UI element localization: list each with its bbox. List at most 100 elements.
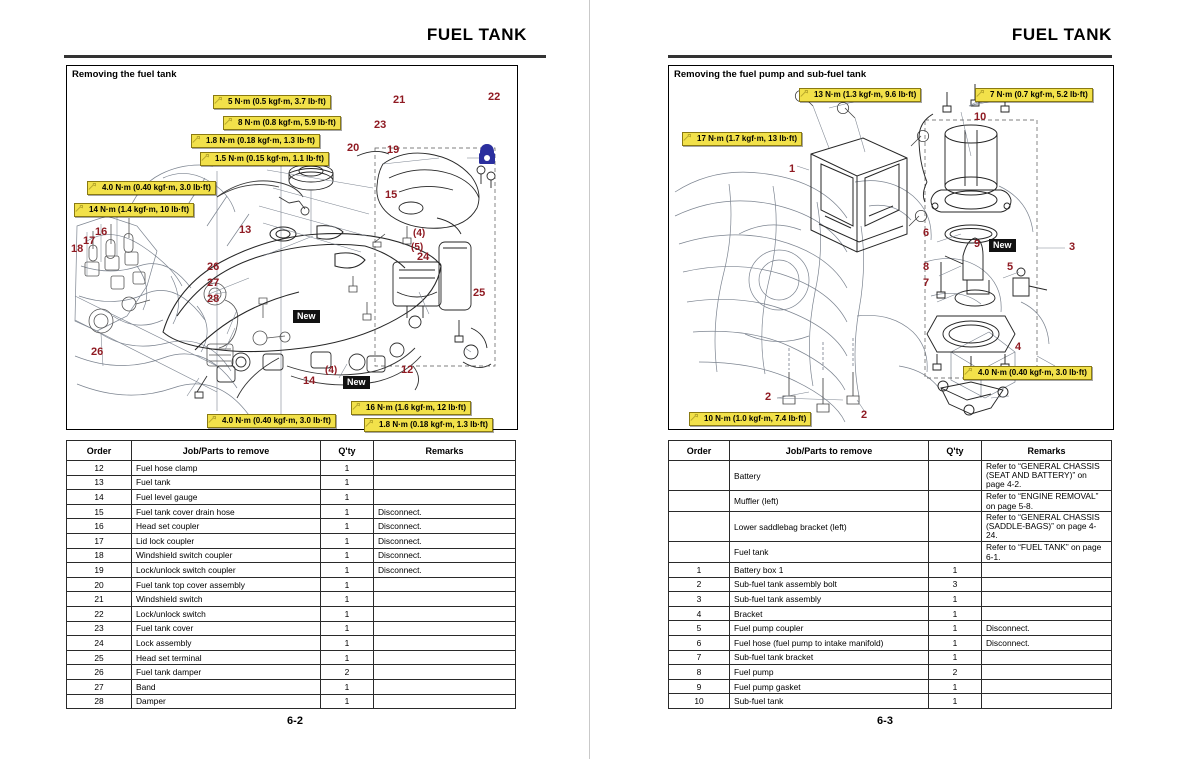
cell-part: Fuel tank top cover assembly (131, 576, 321, 593)
page-spine-divider (589, 0, 590, 759)
wrench-icon (208, 416, 219, 426)
cell-remarks: Disconnect. (373, 562, 516, 578)
col-qty: Q'ty (320, 440, 374, 461)
callout-number: 22 (488, 91, 501, 103)
callout-number: 14 (303, 375, 316, 387)
wrench-icon (88, 183, 99, 193)
cell-part: Lower saddlebag bracket (left) (729, 511, 929, 542)
wrench-icon (75, 205, 86, 215)
cell-qty: 1 (320, 635, 374, 651)
cell-order: 9 (668, 678, 730, 695)
torque-label: 14 N·m (1.4 kgf·m, 10 lb·ft) (74, 203, 195, 217)
cell-qty: 1 (928, 591, 982, 607)
cell-remarks (981, 591, 1112, 607)
callout-qty: (5) (411, 242, 424, 253)
callout-number: 27 (207, 277, 220, 289)
torque-value: 14 N·m (1.4 kgf·m, 10 lb·ft) (89, 205, 190, 214)
cell-remarks (373, 635, 516, 651)
cell-order: 6 (668, 634, 730, 651)
callout-number: 6 (923, 227, 930, 239)
cell-qty: 1 (928, 605, 982, 622)
cell-qty: 1 (320, 489, 374, 505)
page-right: FUEL TANK Removing the fuel pump and sub… (590, 0, 1180, 759)
page-left: FUEL TANK Removing the fuel tank (64, 25, 546, 727)
cell-order: 2 (668, 576, 730, 593)
torque-label: 17 N·m (1.7 kgf·m, 13 lb·ft) (682, 132, 803, 146)
cell-part: Fuel tank damper (131, 664, 321, 680)
cell-qty: 1 (320, 605, 374, 622)
callout-number: 25 (473, 287, 486, 299)
callout-number: 26 (91, 346, 104, 358)
diagram-artwork (674, 84, 1065, 423)
cell-qty: 1 (320, 649, 374, 666)
callout-number: 3 (1069, 241, 1076, 253)
torque-value: 17 N·m (1.7 kgf·m, 13 lb·ft) (697, 134, 798, 143)
cell-remarks (981, 649, 1112, 666)
diagram-panel-right: Removing the fuel pump and sub-fuel tank (668, 65, 1114, 430)
cell-remarks (373, 649, 516, 666)
torque-label: 1.5 N·m (0.15 kgf·m, 1.1 lb·ft) (200, 152, 329, 166)
cell-remarks: Disconnect. (373, 547, 516, 564)
cell-qty: 3 (928, 576, 982, 593)
torque-label: 4.0 N·m (0.40 kgf·m, 3.0 lb·ft) (963, 366, 1092, 380)
cell-order (668, 490, 730, 512)
cell-order (668, 511, 730, 542)
cell-remarks: Refer to “GENERAL CHASSIS (SEAT AND BATT… (981, 460, 1112, 491)
exploded-diagram-fuel-tank: 5 N·m (0.5 kgf·m, 3.7 lb·ft) 8 N·m (0.8 … (67, 66, 517, 432)
wrench-icon (192, 136, 203, 146)
cell-order: 8 (668, 664, 730, 680)
callout-number: 26 (207, 261, 220, 273)
callout-number: 12 (401, 364, 414, 376)
torque-value: 8 N·m (0.8 kgf·m, 5.9 lb·ft) (238, 118, 336, 127)
col-order: Order (668, 440, 730, 461)
torque-value: 16 N·m (1.6 kgf·m, 12 lb·ft) (366, 403, 467, 412)
torque-label: 16 N·m (1.6 kgf·m, 12 lb·ft) (351, 401, 472, 415)
new-part-badge: New (293, 310, 320, 323)
diagram-artwork (74, 147, 496, 419)
cell-order: 22 (66, 605, 132, 622)
cell-order: 16 (66, 518, 132, 534)
callout-number: 19 (387, 144, 400, 156)
cell-qty: 1 (928, 562, 982, 578)
torque-value: 5 N·m (0.5 kgf·m, 3.7 lb·ft) (228, 97, 326, 106)
table-row: Lower saddlebag bracket (left)Refer to “… (668, 511, 1112, 542)
cell-part: Fuel pump gasket (729, 678, 929, 695)
cell-part: Fuel tank cover (131, 620, 321, 637)
cell-part: Sub-fuel tank assembly (729, 591, 929, 607)
table-header-row: Order Job/Parts to remove Q'ty Remarks (66, 440, 516, 461)
cell-part: Fuel tank (131, 474, 321, 491)
parts-table-left: Order Job/Parts to remove Q'ty Remarks 1… (66, 440, 516, 710)
callout-number: 2 (861, 409, 868, 421)
cell-qty: 1 (928, 620, 982, 636)
cell-part: Battery (729, 460, 929, 491)
wrench-icon (976, 90, 987, 100)
callout-number: 1 (789, 163, 796, 175)
callout-number: 23 (374, 119, 387, 131)
cell-remarks (373, 678, 516, 695)
torque-label: 8 N·m (0.8 kgf·m, 5.9 lb·ft) (223, 116, 341, 130)
cell-remarks (981, 576, 1112, 593)
callout-qty: (4) (325, 365, 338, 376)
cell-part: Bracket (729, 605, 929, 622)
cell-part: Lock assembly (131, 635, 321, 651)
cell-qty: 1 (320, 503, 374, 520)
torque-label: 13 N·m (1.3 kgf·m, 9.6 lb·ft) (799, 88, 922, 102)
cell-order: 15 (66, 503, 132, 520)
cell-remarks: Disconnect. (981, 620, 1112, 636)
wrench-icon (365, 420, 376, 430)
header-rule (64, 55, 546, 58)
col-order: Order (66, 440, 132, 461)
cell-remarks (373, 591, 516, 607)
callout-qty: (4) (413, 228, 426, 239)
cell-qty (928, 460, 982, 491)
